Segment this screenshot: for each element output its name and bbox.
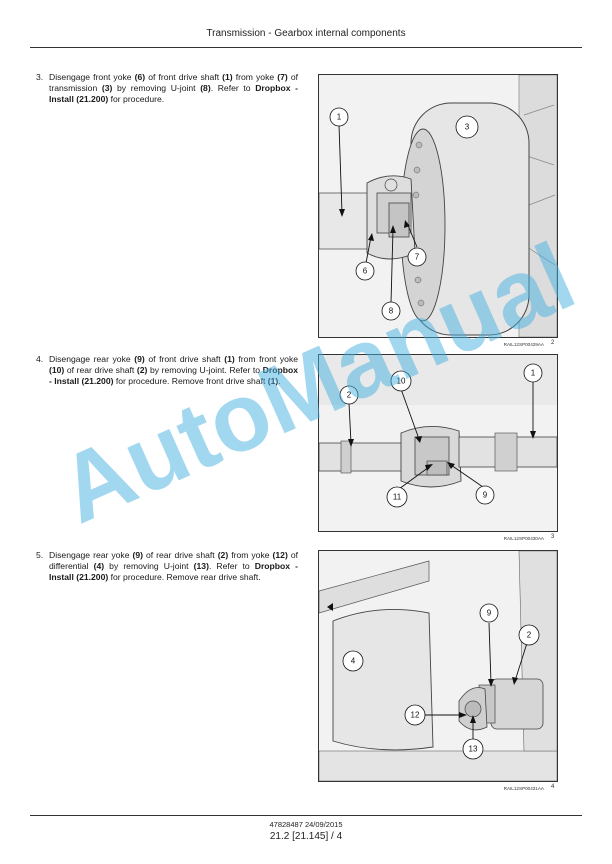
footer-document-id: 47828487 24/09/2015 [269,820,343,829]
callout-2: 2 [527,631,532,640]
bold-reference: (6) [134,72,146,82]
callout-2: 2 [347,391,352,400]
header-divider [30,47,582,48]
step-number: 4. [36,354,44,364]
callout-6: 6 [363,267,368,276]
callout-9: 9 [483,491,488,500]
bold-reference: (1) [267,376,279,387]
callout-4: 4 [351,657,356,666]
bold-reference: (4) [93,561,105,572]
bold-reference: (13) [193,561,209,572]
bold-reference: (2) [136,365,148,376]
bold-reference: (9) [134,354,145,364]
callout-11: 11 [393,493,402,502]
bold-reference: (2) [217,550,229,560]
figure-4-image: 4 9 2 12 13 [318,550,558,782]
callout-7: 7 [415,253,420,262]
callout-12: 12 [411,711,420,720]
figure-4-drawing: 4 9 2 12 13 [319,551,557,781]
bold-reference: (10) [49,365,65,376]
bold-reference: (8) [200,83,211,94]
figure-2-id: RAIL12SP00429AA [503,342,544,347]
footer-divider [30,815,582,816]
figure-4-number: 4 [551,784,555,790]
bold-reference: Dropbox - Install (21.200) [49,365,298,387]
bold-reference: (1) [224,354,235,364]
bold-reference: (3) [101,83,113,94]
callout-10: 10 [397,377,406,386]
bold-reference: Dropbox - Install (21.200) [49,83,299,105]
step-5: 5. Disengage rear yoke (9) of rear drive… [36,550,298,584]
figure-3-image: 2 10 1 11 9 [318,354,558,532]
step-text: Disengage rear yoke (9) of rear drive sh… [49,550,299,583]
figure-4-id: RAIL12SP00431AA [503,786,544,791]
step-3: 3. Disengage front yoke (6) of front dri… [36,72,298,106]
callout-1: 1 [531,369,536,378]
bold-reference: Dropbox - Install (21.200) [49,561,299,583]
callout-1: 1 [337,113,342,122]
bold-reference: (9) [132,550,144,560]
step-4: 4. Disengage rear yoke (9) of front driv… [36,354,298,388]
step-number: 3. [36,72,44,82]
callout-8: 8 [389,307,394,316]
callout-13: 13 [469,745,478,754]
callout-3: 3 [465,123,470,132]
callout-9: 9 [487,609,492,618]
figure-3-drawing: 2 10 1 11 9 [319,355,557,531]
bold-reference: (1) [222,72,233,82]
step-text: Disengage rear yoke (9) of front drive s… [49,354,299,387]
page-header-title: Transmission - Gearbox internal componen… [206,28,406,39]
figure-3-number: 3 [551,534,555,540]
figure-2-image: 1 3 6 7 8 [318,74,558,338]
bold-reference: (12) [272,550,288,560]
figure-2-number: 2 [551,340,555,346]
bold-reference: (7) [277,72,288,82]
step-text: Disengage front yoke (6) of front drive … [49,72,299,105]
figure-2-drawing: 1 3 6 7 8 [319,75,557,337]
footer-page-number: 21.2 [21.145] / 4 [269,831,343,842]
step-number: 5. [36,550,44,560]
figure-3-id: RAIL12SP00430AA [503,536,544,541]
